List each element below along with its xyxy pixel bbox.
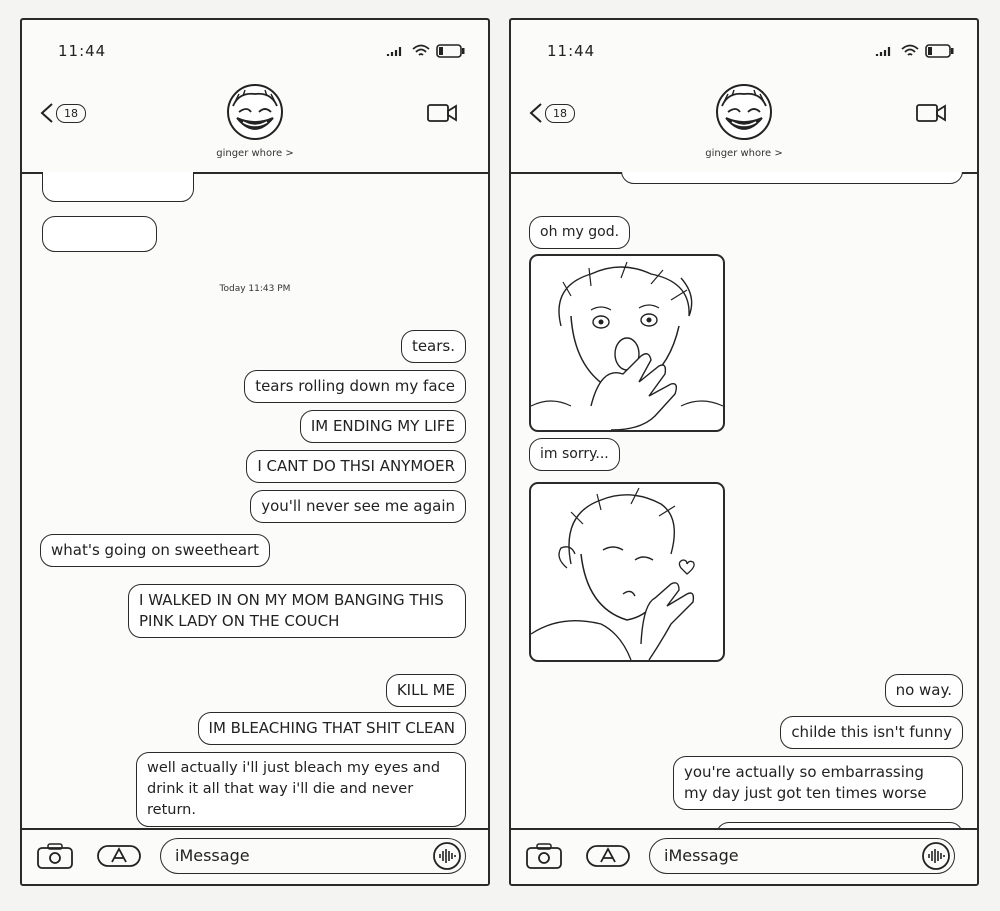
message-bubble-received-empty [42,172,194,202]
conversation-header: 18 ginger whore > [511,76,977,174]
message-input-bar: iMessage [22,828,488,884]
back-button[interactable]: 18 [40,102,86,124]
contact-name[interactable]: ginger whore > [705,148,783,159]
status-time: 11:44 [58,42,107,60]
battery-icon [436,44,465,58]
message-bubble-sent: KILL ME [385,674,466,707]
status-bar: 11:44 [511,42,977,66]
message-input-placeholder: iMessage [175,846,250,865]
message-input-placeholder: iMessage [664,846,739,865]
contact-name[interactable]: ginger whore > [216,148,294,159]
message-bubble-received-empty [42,216,157,252]
message-bubble-sent: tears rolling down my face [244,370,466,403]
wifi-icon [412,44,430,56]
photo-gasping-hand-over-mouth[interactable] [529,254,725,432]
back-chevron-icon [529,103,542,123]
message-bubble-sent: no way. [884,674,963,707]
message-bubble-sent: IM BLEACHING THAT SHIT CLEAN [197,712,466,745]
phone-screen-left: 11:44 18 ginger whore > Today 11:43 PM t… [20,18,490,886]
wifi-icon [901,44,919,56]
battery-icon [925,44,954,58]
status-bar: 11:44 [22,42,488,66]
sketch-illustration [531,487,695,660]
unread-count-badge: 18 [545,103,575,123]
app-store-icon[interactable] [585,842,631,870]
message-bubble-sent-empty [621,172,963,184]
photo-blowing-kiss-heart[interactable] [529,482,725,662]
audio-wave-icon[interactable] [432,841,462,871]
message-thread: Today 11:43 PM tears. tears rolling down… [22,172,488,830]
conversation-header: 18 ginger whore > [22,76,488,174]
video-camera-icon[interactable] [915,102,947,124]
camera-icon[interactable] [36,842,74,870]
message-bubble-sent: well actually i'll just bleach my eyes a… [136,752,466,827]
message-bubble-sent: you'll never see me again [250,490,466,523]
message-input-bar: iMessage [511,828,977,884]
message-thread: oh my god. im sorry... [511,172,977,830]
signal-icon [875,47,891,56]
signal-icon [386,47,402,56]
camera-icon[interactable] [525,842,563,870]
message-bubble-sent: tears. [400,330,466,363]
message-bubble-sent: IM ENDING MY LIFE [299,410,466,443]
status-time: 11:44 [547,42,596,60]
phone-screen-right: 11:44 18 ginger whore > oh my god. [509,18,979,886]
message-bubble-sent: I WALKED IN ON MY MOM BANGING THIS PINK … [128,584,466,638]
message-input[interactable]: iMessage [160,838,466,874]
back-button[interactable]: 18 [529,102,575,124]
message-bubble-sent: childe this isn't funny [780,716,963,749]
app-store-icon[interactable] [96,842,142,870]
message-input[interactable]: iMessage [649,838,955,874]
avatar-icon[interactable] [225,82,285,142]
message-bubble-sent: I CANT DO THSI ANYMOER [246,450,466,483]
message-bubble-received: what's going on sweetheart [40,534,271,567]
message-bubble-received: im sorry... [529,438,620,471]
message-bubble-received: oh my god. [529,216,631,249]
unread-count-badge: 18 [56,103,86,123]
video-camera-icon[interactable] [426,102,458,124]
message-bubble-sent: you're actually so embarrassing my day j… [673,756,963,810]
avatar-icon[interactable] [714,82,774,142]
sketch-illustration [531,261,723,430]
timestamp: Today 11:43 PM [219,284,291,294]
back-chevron-icon [40,103,53,123]
audio-wave-icon[interactable] [921,841,951,871]
